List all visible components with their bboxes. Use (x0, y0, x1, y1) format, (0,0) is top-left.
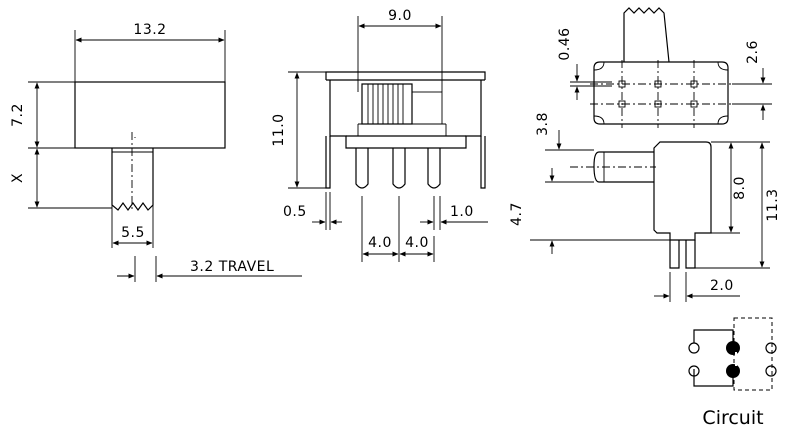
plan-view-body (593, 61, 729, 125)
dim-side-body-height: 8.0 (732, 176, 748, 200)
front-view-pin-2 (392, 148, 406, 189)
front-view-pin-3 (427, 148, 441, 189)
side-view-pins (669, 240, 696, 269)
dim-side-pin-spacing: 2.0 (710, 278, 734, 294)
top-view-actuator (111, 148, 154, 212)
front-view-pin-1 (355, 148, 369, 189)
front-view: 9.0 11.0 0.5 1.0 4.0 4.0 (271, 8, 488, 262)
dim-pin-thickness: 0.5 (283, 204, 307, 220)
dim-actuator-length: X (10, 173, 26, 183)
dim-side-total-height: 11.3 (765, 188, 781, 221)
front-view-actuator (361, 83, 413, 125)
dim-pin-pitch-1: 4.0 (368, 235, 392, 251)
dim-plan-slot: 0.46 (557, 27, 573, 60)
dim-plan-clip: 2.6 (745, 40, 761, 64)
circuit-terminal (688, 365, 700, 377)
side-plan-view: 0.46 2.6 3.8 4.7 8.0 11.3 (509, 7, 781, 302)
circuit-terminal (765, 342, 777, 354)
circuit-terminal (688, 342, 700, 354)
dim-pin-pitch-2: 4.0 (405, 235, 429, 251)
dim-actuator-width: 5.5 (121, 225, 145, 241)
dim-front-slot-width: 9.0 (388, 8, 412, 24)
circuit-terminal (765, 365, 777, 377)
circuit-terminal (726, 341, 740, 355)
dim-side-pin-height: 4.7 (509, 202, 525, 226)
front-view-body (325, 71, 486, 149)
side-view-body (653, 141, 712, 241)
circuit-caption: Circuit (702, 407, 763, 429)
dim-side-offset: 3.8 (535, 112, 551, 136)
top-view: 13.2 7.2 X 5.5 3.2 TRAVEL (10, 22, 302, 282)
dim-top-height: 7.2 (10, 103, 26, 127)
dim-travel: 3.2 TRAVEL (190, 259, 274, 275)
circuit-diagram: Circuit (688, 317, 777, 429)
dim-pin-width: 1.0 (450, 204, 474, 220)
dim-front-height: 11.0 (271, 113, 287, 146)
top-view-body (74, 81, 226, 149)
side-view-actuator (593, 151, 654, 183)
circuit-terminal (726, 364, 740, 378)
plan-view-actuator (623, 7, 670, 63)
dim-top-width: 13.2 (133, 22, 166, 38)
